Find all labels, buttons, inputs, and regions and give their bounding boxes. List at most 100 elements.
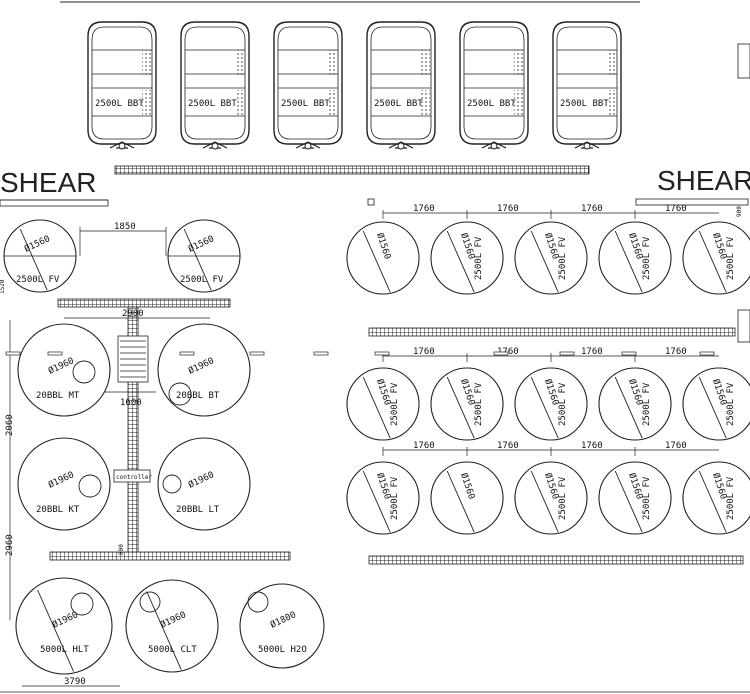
tank-diagonal xyxy=(698,230,727,293)
controller-label: controller xyxy=(116,474,153,481)
bbt-jacket-top xyxy=(421,50,430,76)
column-marker xyxy=(493,351,509,356)
tank-diagonal xyxy=(446,230,475,293)
platform-grate-lower xyxy=(49,551,291,561)
tank-diagonal xyxy=(446,376,475,439)
platform-small-dim: 800 xyxy=(118,544,125,555)
tank-manway xyxy=(70,592,94,616)
tank-diagonal xyxy=(530,230,559,293)
tank-label: 2500L FV xyxy=(642,382,652,426)
wall-tag-mid xyxy=(737,309,750,343)
tank-diagonal xyxy=(530,376,559,439)
column-marker xyxy=(559,351,575,356)
tank-label: 2500L FV xyxy=(558,476,568,520)
tank-diagonal xyxy=(146,591,182,670)
bbt-tank-row: 2500L BBT 2500L BBT 2500L BBT 2500L BBT 2500… xyxy=(87,21,622,150)
tank-diagonal xyxy=(19,228,48,291)
bbt-inner xyxy=(91,26,153,140)
column-marker xyxy=(47,351,63,356)
bbt-jacket-bottom xyxy=(235,90,244,116)
bbt-shell xyxy=(180,21,250,145)
bbt-tank: 2500L BBT xyxy=(552,21,622,150)
tank-shell xyxy=(514,221,588,295)
tank-shell xyxy=(682,367,750,441)
tank-label: 20BBL BT xyxy=(176,391,220,401)
bbt-inner xyxy=(184,26,246,140)
bbt-jacket-bottom xyxy=(421,90,430,116)
wall-tag-top xyxy=(737,43,750,79)
row-dimension: 1760 xyxy=(665,204,687,214)
tank-diagonal xyxy=(362,230,391,293)
bbt-label: 2500L BBT xyxy=(374,99,423,109)
tank-label: 20BBL MT xyxy=(36,391,80,401)
tank-diagonal xyxy=(614,470,643,533)
tank-manway xyxy=(78,474,102,498)
right-edge-dim: 900 xyxy=(736,206,743,217)
bbt-inner xyxy=(556,26,618,140)
tank-label: 2500L FV xyxy=(474,382,484,426)
bbt-valve xyxy=(583,142,591,150)
tank-manway xyxy=(162,474,182,494)
row-dimension: 1760 xyxy=(581,441,603,451)
row-dimension: 1760 xyxy=(413,441,435,451)
bbt-label: 2500L BBT xyxy=(281,99,330,109)
tank-shell xyxy=(346,367,420,441)
drain-grate-low xyxy=(368,555,744,565)
tank-shell xyxy=(346,461,420,535)
tank-diagonal xyxy=(698,470,727,533)
tank-shell xyxy=(598,461,672,535)
bbt-shell xyxy=(552,21,622,145)
tank-label: 2500L FV xyxy=(180,275,224,285)
shear-wall-right xyxy=(635,198,749,206)
tank-diagonal xyxy=(698,376,727,439)
bbt-tank: 2500L BBT xyxy=(459,21,529,150)
left-upper-dim: 2060 xyxy=(5,414,15,436)
tank-label: 2500L FV xyxy=(474,236,484,280)
column-marker xyxy=(621,351,637,356)
tank-diagonal xyxy=(614,376,643,439)
row-dimension: 1760 xyxy=(497,204,519,214)
tank-label: 2500L FV xyxy=(558,382,568,426)
bbt-valve xyxy=(397,142,405,150)
bbt-label: 2500L BBT xyxy=(95,99,144,109)
tank-diagonal xyxy=(362,376,391,439)
bbt-jacket-top xyxy=(142,50,151,76)
row-dimension: 1760 xyxy=(581,347,603,357)
bbt-jacket-top xyxy=(328,50,337,76)
bbt-jacket-top xyxy=(235,50,244,76)
tank-shell xyxy=(430,461,504,535)
tank-shell xyxy=(682,461,750,535)
row-dimension: 1760 xyxy=(497,441,519,451)
bbt-tank: 2500L BBT xyxy=(273,21,343,150)
tank-diagonal xyxy=(530,470,559,533)
tank-label: 2500L FV xyxy=(726,476,736,520)
column-markers xyxy=(5,198,715,356)
bbt-shell xyxy=(273,21,343,145)
bbt-label: 2500L BBT xyxy=(560,99,609,109)
tank-label: 5000L H2O xyxy=(258,645,307,655)
tank-label: 2500L FV xyxy=(16,275,60,285)
bbt-shell xyxy=(459,21,529,145)
row-dimension: 1760 xyxy=(665,441,687,451)
tank-label: 5000L CLT xyxy=(148,645,197,655)
column-marker xyxy=(249,351,265,356)
tank-shell xyxy=(598,367,672,441)
tank-shell xyxy=(125,579,219,673)
